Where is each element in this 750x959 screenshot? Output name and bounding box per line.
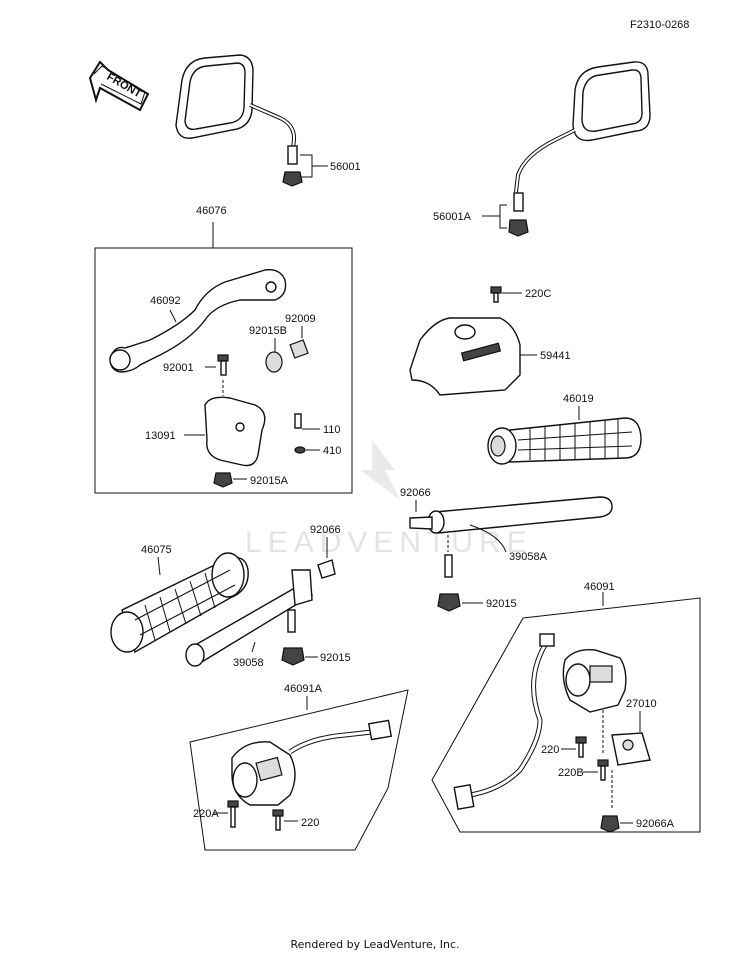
label-92015B: 92015B [249,325,287,337]
right-mirror [508,61,651,237]
label-92066A: 92066A [636,818,675,830]
label-56001: 56001 [330,161,361,173]
brake-lever-group: 46076 46092 92015B 92009 92001 13091 110… [94,205,353,494]
label-56001A: 56001A [433,211,472,223]
label-220B: 220B [558,767,584,779]
label-39058: 39058 [233,657,264,669]
label-110: 110 [323,424,341,436]
watermark: LEADVENTURE [245,440,533,559]
left-mirror [175,54,303,187]
right-throttle-tube: 92066 39058A 92015 [400,487,613,612]
label-59441: 59441 [540,350,571,362]
left-grip: 46075 [110,544,249,654]
diagram-code: F2310-0268 [630,19,689,31]
label-46019: 46019 [563,393,594,405]
label-220A: 220A [193,808,219,820]
label-46091: 46091 [584,581,615,593]
label-220-left: 220 [301,817,319,829]
label-92066-right: 92066 [400,487,431,499]
label-220-right: 220 [541,744,559,756]
label-92009: 92009 [285,313,316,325]
left-switch-housing-group: 46091A 220A 220 [189,683,409,851]
label-410: 410 [323,445,341,457]
footer-credit: Rendered by LeadVenture, Inc. [290,938,460,951]
label-46092: 46092 [150,295,181,307]
label-39058A: 39058A [509,551,548,563]
label-92066-left: 92066 [310,524,341,536]
label-46091A: 46091A [284,683,323,695]
label-13091: 13091 [145,430,176,442]
label-46076: 46076 [196,205,227,217]
label-220C: 220C [525,288,551,300]
label-92015-left: 92015 [320,652,351,664]
label-27010: 27010 [626,698,657,710]
watermark-text: LEADVENTURE [245,526,533,559]
right-grip: 46019 [487,393,642,465]
front-arrow-icon: FRONT [88,60,150,112]
label-92015A: 92015A [250,475,289,487]
label-92001: 92001 [163,362,194,374]
label-92015-right: 92015 [486,598,517,610]
right-switch-housing-group: 46091 27010 220 220B 92066A [431,581,701,833]
label-46075: 46075 [141,544,172,556]
throttle-cover-group: 220C 59441 [409,286,571,396]
left-throttle-tube: 92066 39058 92015 [185,524,351,669]
